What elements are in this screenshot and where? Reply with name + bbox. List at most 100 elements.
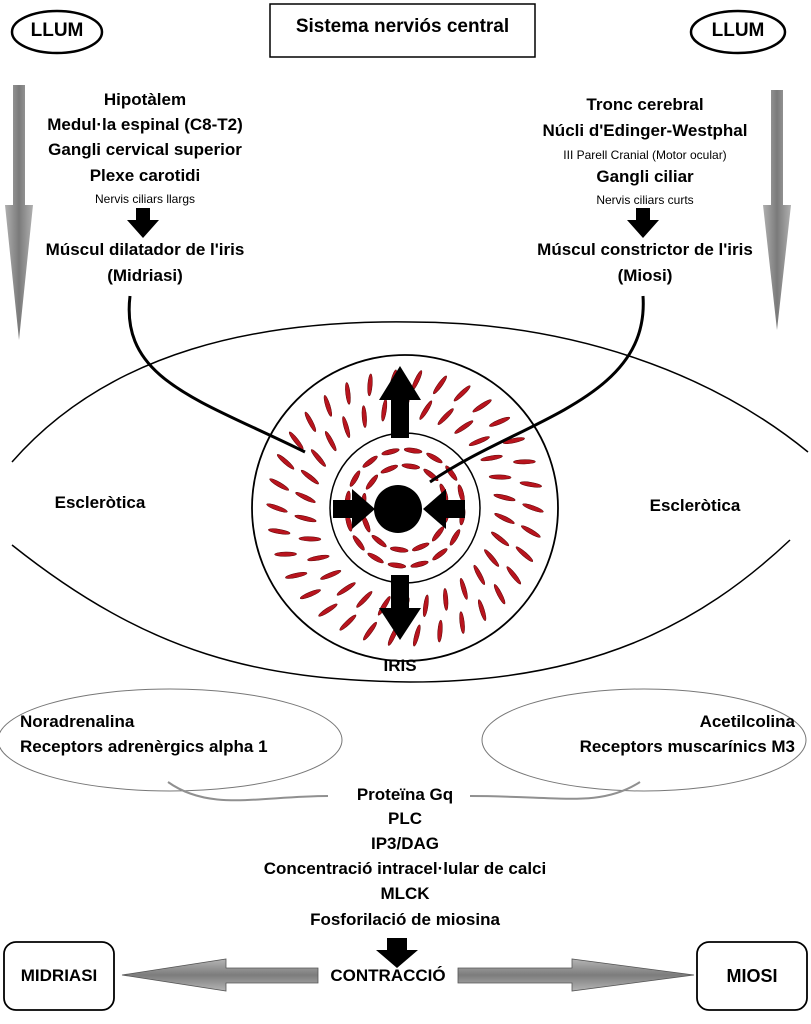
dilator-fiber [454, 420, 474, 434]
dilator-fiber [295, 492, 316, 503]
dilator-fiber [268, 528, 291, 535]
constrictor-fiber [352, 535, 365, 551]
right-pathway-nerve-note: III Parell Cranial (Motor ocular) [563, 148, 727, 162]
dilator-fiber [323, 395, 333, 417]
constrictor-fiber [403, 447, 423, 454]
pupil [374, 485, 422, 533]
dilator-fiber [437, 619, 443, 643]
receptor-left-ellipse [0, 688, 343, 792]
dilator-fiber [493, 493, 516, 502]
dilator-fiber [459, 578, 468, 600]
constrictor-fiber [380, 464, 398, 474]
connector-right [469, 781, 641, 800]
dilator-fiber [356, 591, 373, 608]
dilator-fiber [320, 570, 342, 580]
outcome-arrow-right [457, 958, 695, 992]
cascade-step: Proteïna Gq [356, 785, 454, 804]
constrictor-fiber [365, 474, 379, 490]
left-pathway-item: Gangli cervical superior [48, 140, 242, 159]
right-pathway-note: Nervis ciliars curts [596, 193, 694, 207]
constrictor-fiber [381, 448, 400, 456]
cascade-arrow [376, 938, 418, 968]
left-pathway-item: Medul·la espinal (C8-T2) [47, 115, 243, 134]
title-box [269, 3, 536, 58]
sclera-right-label: Escleròtica [649, 496, 741, 515]
eye-outline [11, 321, 809, 683]
dilator-fiber [342, 416, 351, 438]
dilator-fiber [506, 566, 522, 585]
dilator-fiber [488, 474, 512, 480]
dilator-fiber [472, 399, 492, 413]
dilator-fiber [437, 408, 454, 425]
constrictor-fiber [371, 534, 387, 548]
dilator-fiber [515, 546, 534, 562]
dilator-muscle-label: Múscul dilatador de l'iris [45, 240, 245, 259]
connector-left [167, 781, 329, 802]
iris-arrow-down [379, 575, 421, 640]
dilator-fiber [339, 614, 357, 631]
right-pathway-ganglion: Gangli ciliar [596, 167, 694, 186]
dilator-fiber [336, 582, 356, 596]
dilator-fiber [288, 431, 304, 450]
dilator-fiber [443, 588, 449, 611]
light-left-arrow [5, 85, 33, 340]
dilator-effect-label: (Midriasi) [107, 266, 183, 285]
dilator-fiber [299, 589, 321, 600]
iris-arrow-up [379, 366, 421, 438]
dilator-fiber [274, 551, 297, 557]
dilator-fiber [367, 373, 373, 397]
dilator-fiber [419, 400, 433, 420]
pathway-left-arrow [127, 208, 159, 238]
dilator-fiber [502, 437, 525, 444]
dilator-fiber [473, 564, 486, 585]
iris-label: IRIS [383, 656, 417, 675]
cascade-step: MLCK [380, 884, 430, 903]
iris-arrow-left-in [423, 489, 465, 529]
dilator-fiber [494, 513, 515, 524]
pathway-right-arrow [627, 208, 659, 238]
receptor-right-ellipse [481, 688, 807, 792]
light-right-label: LLUM [711, 20, 765, 41]
constrictor-fiber [412, 542, 430, 552]
nerve-constrictor-line [429, 295, 645, 484]
dilator-fiber [294, 514, 317, 523]
left-ligand: Noradrenalina [20, 712, 135, 731]
outcome-arrow-left [121, 958, 319, 992]
dilator-fiber [304, 411, 317, 432]
constrictor-fiber [390, 546, 409, 553]
dilator-fiber [521, 525, 541, 538]
dilator-fiber [307, 554, 330, 562]
light-left-label: LLUM [30, 20, 84, 41]
dilator-fiber [459, 611, 465, 634]
dilator-fiber [519, 481, 542, 488]
left-pathway-item: Plexe carotidi [89, 166, 201, 185]
dilator-fiber [285, 572, 308, 579]
dilator-fiber [266, 503, 288, 513]
nerve-dilator-line [127, 295, 306, 454]
dilator-fiber [345, 382, 351, 405]
constrictor-fiber [401, 463, 420, 470]
page-title: Sistema nerviós central [295, 16, 510, 37]
constrictor-muscle-label: Múscul constrictor de l'iris [537, 240, 753, 259]
constrictor-fiber [426, 452, 443, 464]
constrictor-effect-label: (Miosi) [617, 266, 673, 285]
cascade-step: Fosforilació de miosina [310, 910, 500, 929]
dilator-fiber [269, 478, 289, 491]
miosis-box [696, 941, 808, 1011]
dilator-fiber [491, 531, 510, 547]
dilator-fiber [361, 405, 367, 428]
dilator-fiber [363, 621, 377, 641]
left-receptor: Receptors adrenèrgics alpha 1 [20, 737, 268, 756]
iris-arrow-right-in [333, 489, 375, 529]
dilator-fiber [468, 436, 490, 446]
right-receptor: Receptors muscarínics M3 [579, 737, 795, 756]
constrictor-fiber [349, 470, 361, 487]
mydriasis-box [3, 941, 115, 1011]
right-pathway-item: Tronc cerebral [586, 95, 704, 114]
dilator-fiber [310, 449, 326, 467]
mydriasis-label: MIDRIASI [20, 966, 98, 985]
dilator-fiber [422, 594, 429, 617]
left-pathway-item: Hipotàlem [103, 90, 187, 109]
dilator-fiber [484, 549, 500, 567]
